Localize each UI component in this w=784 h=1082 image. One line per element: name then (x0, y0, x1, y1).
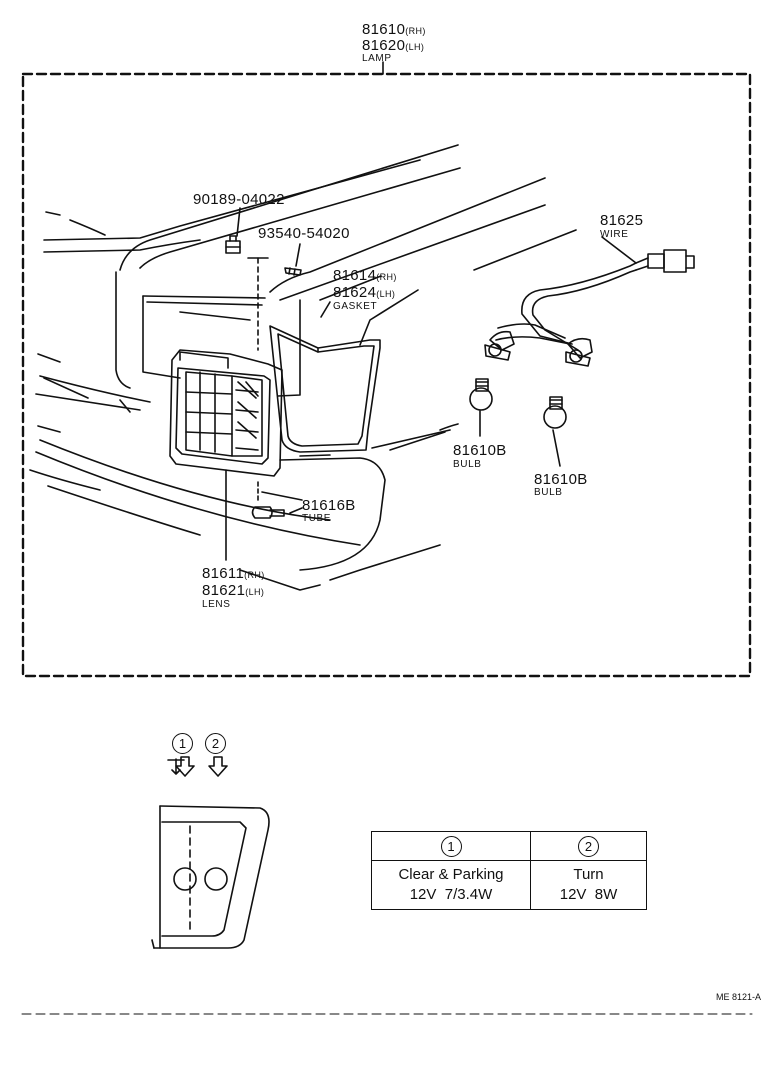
lens-rh-tag: (RH) (244, 570, 265, 580)
bulb-2-name: BULB (534, 487, 563, 498)
lens-name: LENS (202, 599, 231, 610)
gasket-part-lh: 81624(LH) (333, 285, 395, 300)
inset-arrow-2-shape (208, 756, 228, 777)
lamp-assembly-boundary (21, 72, 752, 678)
tube-shape (251, 506, 285, 519)
tube-part-number: 81616B (302, 497, 356, 514)
bulb-1-name: BULB (453, 459, 482, 470)
lamp-lh-tag: (LH) (405, 42, 425, 52)
bulb-2-rating: 12V 8W (559, 886, 618, 903)
screw-part-number: 90189-04022 (193, 191, 285, 208)
gasket-shape (269, 325, 381, 453)
clip-part-number: 93540-54020 (258, 225, 350, 242)
bulb-2-shape (543, 396, 567, 429)
lens-lh-tag: (LH) (245, 587, 265, 597)
lamp-part-lh-number: 81620 (362, 37, 406, 54)
inset-lens-shape (151, 758, 270, 949)
bulb-table-cell-2: Turn 12V 8W (530, 860, 647, 910)
bulb-table-marker-2: 2 (578, 835, 599, 857)
vehicle-body-outline (29, 144, 546, 591)
gasket-part-rh: 81614(RH) (333, 268, 397, 283)
bulb-1-part-number: 81610B (453, 442, 507, 459)
inset-marker-2: 2 (205, 733, 226, 754)
gasket-rh-tag: (RH) (376, 272, 397, 282)
lens-part-lh: 81621(LH) (202, 583, 264, 598)
bulb-2-usage: Turn (573, 866, 604, 883)
wire-harness-shape (484, 249, 695, 367)
figure-code: ME 8121-A (716, 992, 762, 1002)
gasket-part-lh-number: 81624 (333, 284, 377, 301)
wire-name: WIRE (600, 229, 629, 240)
lens-part-rh-number: 81611 (202, 565, 245, 582)
lamp-part-lh: 81620(LH) (362, 38, 424, 53)
gasket-lh-tag: (LH) (376, 289, 396, 299)
gasket-name: GASKET (333, 301, 378, 312)
bulb-1-usage: Clear & Parking (398, 866, 504, 883)
bulb-table-cell-1: Clear & Parking 12V 7/3.4W (371, 860, 531, 910)
inset-marker-1: 1 (172, 733, 193, 754)
inset-arrow-1-shape (175, 756, 195, 777)
screw-90189-shape (225, 235, 241, 254)
lamp-lens-shape (169, 349, 283, 477)
bulb-table-header-2: 2 (530, 831, 647, 861)
lamp-rh-tag: (RH) (405, 26, 426, 36)
bulb-2-part-number: 81610B (534, 471, 588, 488)
wire-part-number: 81625 (600, 212, 644, 229)
bulb-spec-table: 1 2 Clear & Parking 12V 7/3.4W Turn 12V … (371, 831, 647, 910)
bulb-table-header-1: 1 (371, 831, 531, 861)
lens-part-lh-number: 81621 (202, 582, 246, 599)
lens-part-rh: 81611(RH) (202, 566, 265, 581)
lamp-part-rh-number: 81610 (362, 21, 406, 38)
lamp-part-rh: 81610(RH) (362, 22, 426, 37)
bulb-table-marker-1: 1 (440, 835, 462, 857)
tube-name: TUBE (302, 513, 332, 524)
bulb-1-shape (469, 378, 493, 411)
lamp-name: LAMP (362, 53, 392, 64)
clip-93540-shape (284, 267, 302, 276)
gasket-part-rh-number: 81614 (333, 267, 377, 284)
bulb-1-rating: 12V 7/3.4W (409, 886, 493, 903)
